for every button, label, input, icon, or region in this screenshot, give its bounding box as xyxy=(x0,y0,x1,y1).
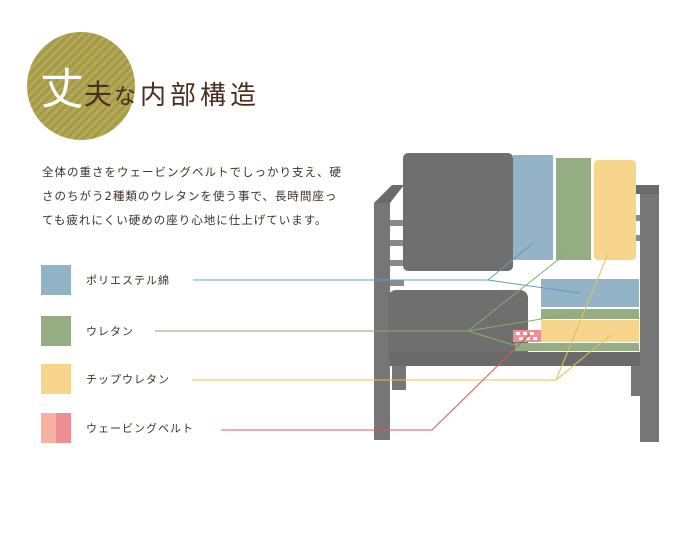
webbing-belt-swatch xyxy=(41,413,71,443)
chip-urethane-swatch xyxy=(41,364,71,394)
webbing-belt-layer xyxy=(513,330,541,342)
title-char-1: 丈 xyxy=(40,64,84,115)
right-back-post xyxy=(640,185,659,442)
chip-urethane-leader-lines xyxy=(192,253,613,381)
right-armrest xyxy=(632,185,659,194)
title-rest: 内部構造 xyxy=(140,81,261,111)
seat-base-urethane-layer xyxy=(515,343,639,351)
seat-urethane-layer xyxy=(541,309,639,319)
urethane-leader-lines xyxy=(155,251,579,351)
legend-label-webbing-belt: ウェービングベルト xyxy=(86,422,194,435)
seat-cushion xyxy=(388,290,528,365)
legend-webbing-belt: ウェービングベルト xyxy=(41,413,194,443)
seat-rail xyxy=(390,352,640,366)
polyester-swatch xyxy=(41,265,71,295)
back-cushion xyxy=(403,153,513,271)
title-char-2: 夫 xyxy=(84,78,113,111)
legend-label-urethane: ウレタン xyxy=(86,325,134,338)
back-polyester-layer xyxy=(513,155,553,260)
back-chip-urethane-layer xyxy=(594,160,636,260)
seat-polyester-layer xyxy=(541,279,639,307)
left-armrest xyxy=(374,185,404,203)
legend-chip-urethane: チップウレタン xyxy=(41,364,170,394)
legend-label-chip-urethane: チップウレタン xyxy=(86,373,170,386)
description-text: 全体の重さをウェービングベルトでしっかり支え、硬さのちがう2種類のウレタンを使う… xyxy=(42,165,342,227)
urethane-swatch xyxy=(41,316,71,346)
legend-label-polyester: ポリエステル綿 xyxy=(86,274,170,287)
seat-chip-urethane-layer xyxy=(541,320,639,342)
title-char-3: な xyxy=(114,85,137,110)
left-back-post xyxy=(374,203,390,440)
front-left-leg xyxy=(392,360,406,390)
polyester-leader-lines xyxy=(193,242,581,294)
legend-urethane: ウレタン xyxy=(41,316,134,346)
page-title: 丈 夫 な 内部構造 xyxy=(40,68,260,128)
title-badge xyxy=(27,32,135,140)
back-urethane-layer xyxy=(556,158,591,260)
webbing-belt-leader-line xyxy=(221,333,531,431)
front-right-leg xyxy=(631,360,643,396)
legend-polyester: ポリエステル綿 xyxy=(41,265,170,295)
